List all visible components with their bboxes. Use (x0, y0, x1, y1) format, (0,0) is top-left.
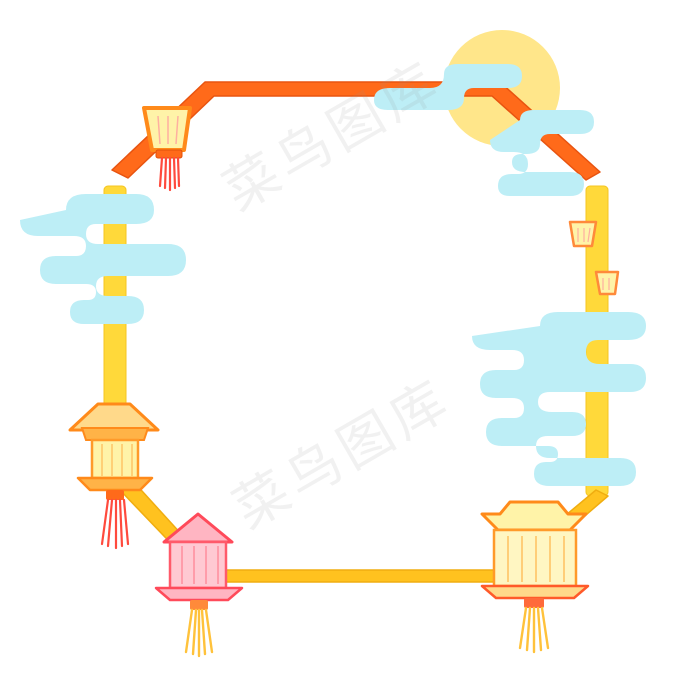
cloud-icon (374, 64, 594, 196)
pavilion-lantern-icon (68, 402, 160, 550)
chinese-lantern-icon (568, 220, 598, 248)
chinese-lantern-icon (594, 270, 620, 296)
frame-bottom-edge (117, 479, 609, 583)
pavilion-lantern-icon (154, 512, 244, 658)
cloud-icon (472, 312, 646, 486)
chinese-lantern-icon (142, 106, 192, 192)
cloud-icon (20, 194, 186, 324)
pavilion-lantern-icon (480, 500, 590, 654)
